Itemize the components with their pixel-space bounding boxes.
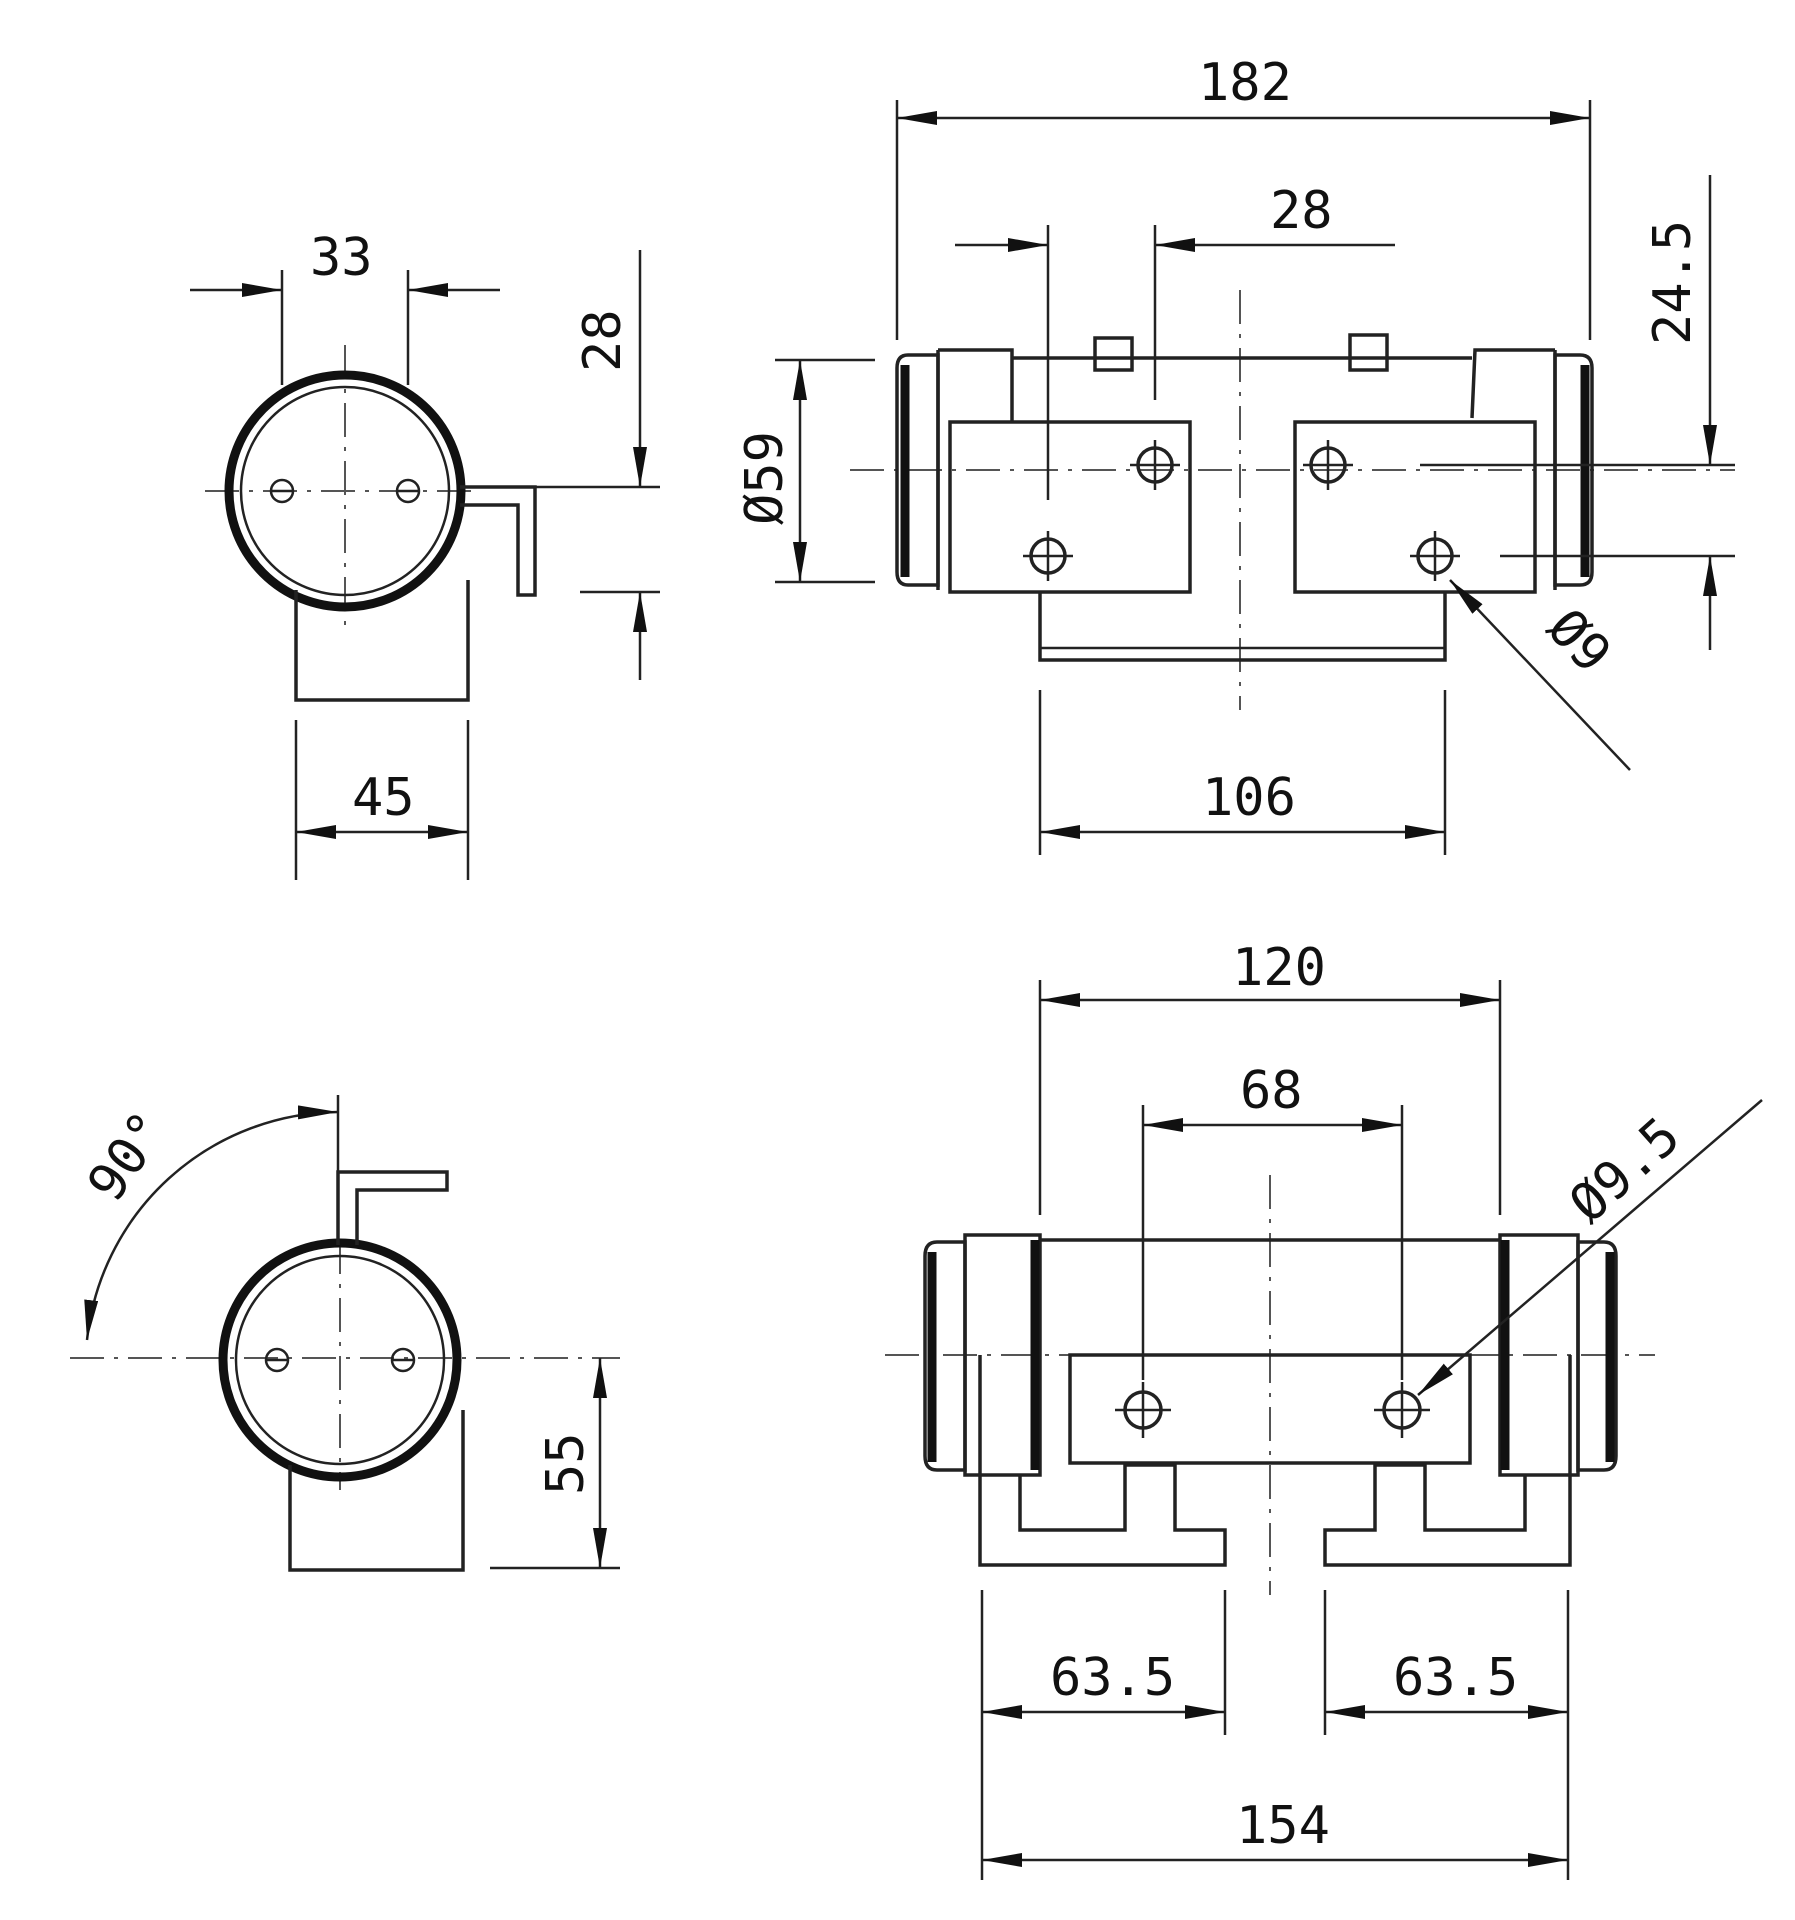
- dim-33: 33: [310, 228, 373, 288]
- hole-group: [1023, 440, 1460, 581]
- dim-dia-9-5: Ø9.5: [1559, 1106, 1692, 1234]
- dim-90-deg: 90°: [76, 1101, 179, 1212]
- dim-154: 154: [1236, 1796, 1330, 1856]
- dim-24-5: 24.5: [1643, 220, 1703, 345]
- end-view-top: 33 28 45: [190, 228, 660, 880]
- dim-dia-59: Ø59: [735, 431, 795, 525]
- dim-55: 55: [536, 1432, 596, 1495]
- dim-68: 68: [1240, 1061, 1303, 1121]
- dim-28-spacing: 28: [1270, 181, 1333, 241]
- dim-dia-9: Ø9: [1535, 598, 1622, 685]
- dim-120: 120: [1232, 938, 1326, 998]
- end-view-bottom: 90° 55: [70, 1095, 620, 1572]
- side-view-top: 182 28 24.5 Ø59 Ø9 106: [735, 53, 1735, 855]
- dim-106: 106: [1202, 768, 1296, 828]
- side-view-bottom: 120 68 Ø9.5 63.5 63.5 154: [885, 938, 1763, 1880]
- dim-182: 182: [1198, 53, 1292, 113]
- dim-63-5-right: 63.5: [1393, 1648, 1518, 1708]
- dim-28-vertical: 28: [573, 309, 633, 372]
- dim-63-5-left: 63.5: [1050, 1648, 1175, 1708]
- dim-45: 45: [352, 768, 415, 828]
